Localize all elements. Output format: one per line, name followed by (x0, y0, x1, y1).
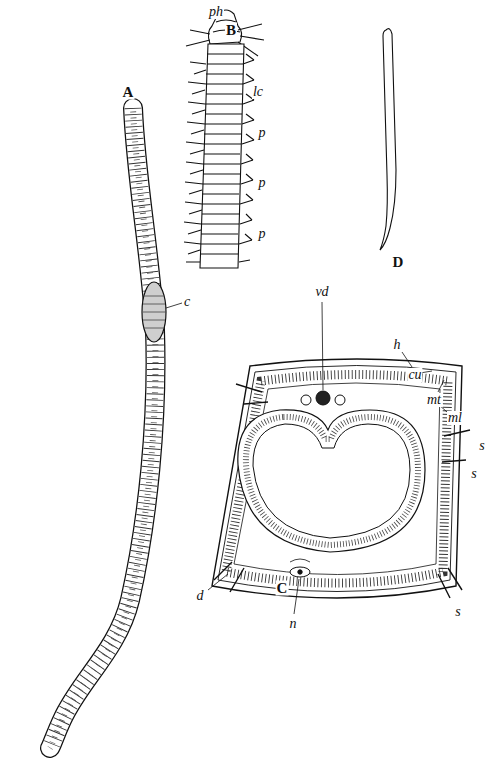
part-label: lc (252, 85, 264, 99)
part-label: s (454, 605, 461, 619)
figure-letter: D (392, 255, 405, 270)
part-label: mt (426, 393, 442, 407)
part-label: h (393, 338, 402, 352)
part-label: d (196, 589, 205, 603)
leader-lines (166, 302, 447, 614)
part-label: s (478, 439, 485, 453)
polychaete-head (184, 10, 264, 268)
part-label: p (258, 126, 267, 140)
figure-letter: A (122, 85, 135, 100)
part-label: p (258, 176, 267, 190)
earthworm-figure (50, 108, 166, 748)
part-label: n (289, 617, 298, 631)
part-label: ml (447, 411, 463, 425)
figure-letter: B (225, 23, 237, 38)
seta-figure (380, 29, 396, 250)
part-label: vd (314, 285, 329, 299)
part-label: ph (208, 5, 224, 19)
part-label: cu (407, 368, 422, 382)
cross-section (212, 359, 470, 598)
part-label: c (183, 295, 191, 309)
figure-letter: C (276, 581, 289, 596)
part-label: s (470, 467, 477, 481)
part-label: p (258, 227, 267, 241)
